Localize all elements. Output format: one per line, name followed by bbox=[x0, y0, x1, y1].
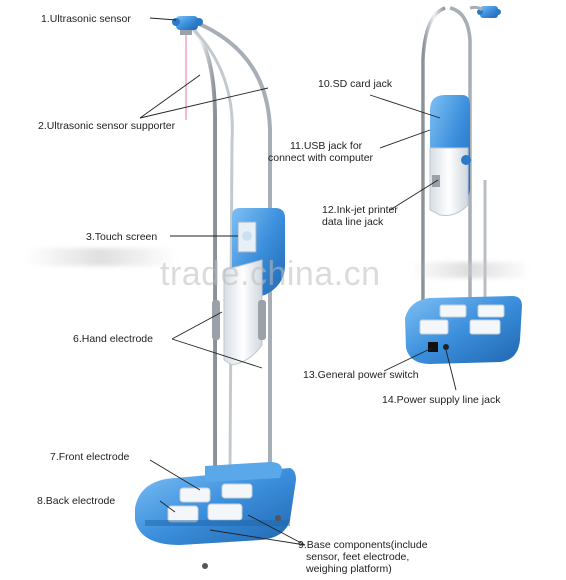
label-sensor-supporter: 2.Ultrasonic sensor supporter bbox=[38, 120, 176, 132]
right-pole-1 bbox=[421, 6, 446, 320]
label-usb-jack-1: 11.USB jack for bbox=[290, 140, 363, 152]
right-sensor-icon bbox=[477, 6, 501, 18]
label-ultrasonic-sensor: 1.Ultrasonic sensor bbox=[41, 13, 131, 25]
blurred-label-4 bbox=[26, 248, 176, 266]
label-base-components-3: weighing platform) bbox=[306, 563, 392, 575]
label-printer-jack-2: data line jack bbox=[322, 216, 384, 228]
label-printer-jack-1: 12.Ink-jet printer bbox=[322, 204, 398, 216]
right-device bbox=[405, 5, 522, 364]
power-jack-icon bbox=[443, 344, 449, 350]
label-back-electrode: 8.Back electrode bbox=[37, 495, 116, 507]
watermark: trade.china.cn bbox=[160, 255, 381, 293]
label-base-components-2: sensor, feet electrode, bbox=[306, 551, 410, 563]
label-power-switch: 13.General power switch bbox=[303, 369, 419, 381]
label-hand-electrode: 6.Hand electrode bbox=[73, 333, 153, 345]
left-pole-2 bbox=[189, 18, 272, 470]
leader-lines bbox=[139, 17, 457, 546]
label-touch-screen: 3.Touch screen bbox=[86, 231, 158, 243]
left-pole-3 bbox=[190, 26, 234, 471]
base-platform bbox=[135, 462, 296, 569]
left-device bbox=[135, 16, 296, 569]
left-pole-1 bbox=[183, 20, 217, 470]
console-back bbox=[429, 95, 471, 216]
label-base-components-1: 9.Base components(include bbox=[298, 539, 428, 551]
label-usb-jack-2: connect with computer bbox=[268, 152, 374, 164]
right-base bbox=[405, 296, 522, 364]
right-pole-2 bbox=[449, 6, 472, 320]
touch-screen-console bbox=[212, 208, 285, 366]
label-power-supply-jack: 14.Power supply line jack bbox=[382, 394, 501, 406]
label-sd-card-jack: 10.SD card jack bbox=[318, 78, 393, 90]
blurred-label-right bbox=[410, 262, 530, 278]
power-switch-icon bbox=[428, 342, 438, 352]
label-front-electrode: 7.Front electrode bbox=[50, 451, 130, 463]
